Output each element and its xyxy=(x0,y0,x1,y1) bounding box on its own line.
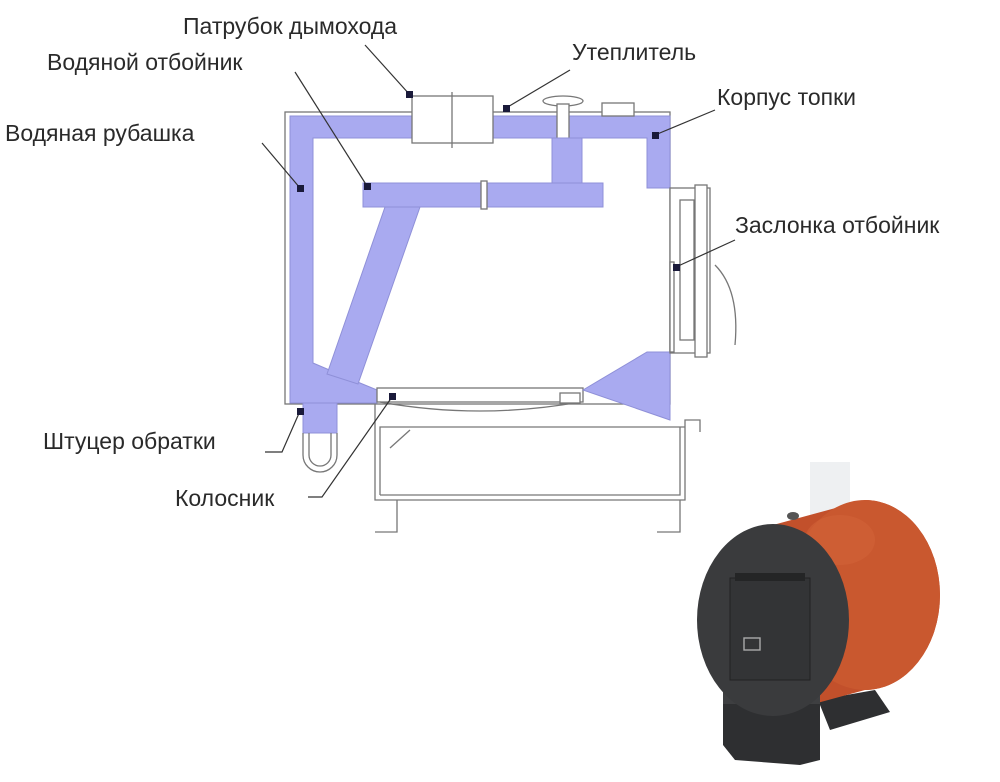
top-fitting xyxy=(601,102,635,117)
boiler-door xyxy=(729,577,811,681)
label-return-fitting: Штуцер обратки xyxy=(43,428,216,454)
grate xyxy=(376,387,584,412)
leader-lines xyxy=(261,44,736,498)
connector-pipe xyxy=(551,137,583,186)
boiler-cross-section xyxy=(284,92,737,533)
label-water-baffle: Водяной отбойник xyxy=(47,49,243,75)
label-water-jacket: Водяная рубашка xyxy=(5,120,195,146)
label-baffle-damper: Заслонка отбойник xyxy=(735,212,940,238)
return-fitting xyxy=(302,402,338,473)
ash-box xyxy=(374,404,701,533)
door-logo-icon xyxy=(743,637,761,651)
door-damper xyxy=(669,184,737,358)
label-insulation: Утеплитель xyxy=(572,39,696,65)
lower-jacket xyxy=(581,351,671,421)
label-markers xyxy=(297,91,680,415)
diagonal-pipe xyxy=(326,206,421,385)
label-firebox-body: Корпус топки xyxy=(717,84,856,110)
boiler-base xyxy=(723,700,820,765)
label-grate: Колосник xyxy=(175,485,275,511)
label-flue-pipe: Патрубок дымохода xyxy=(183,13,397,39)
boiler-illustration xyxy=(697,462,940,765)
